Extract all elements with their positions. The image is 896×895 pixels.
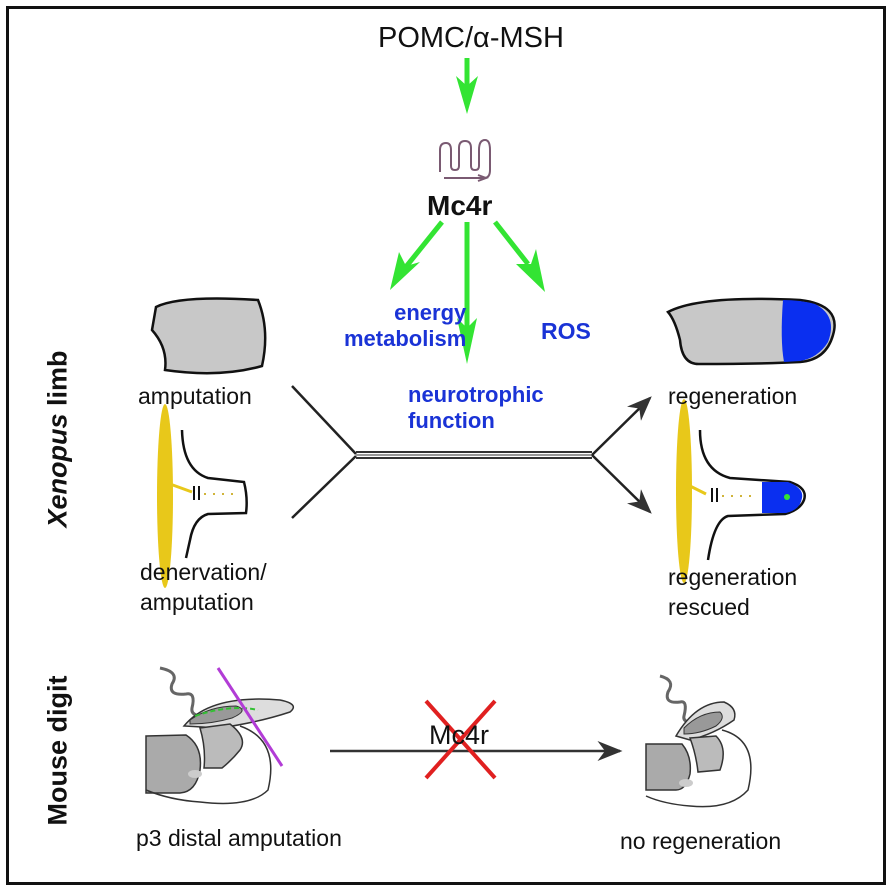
- denervation-line1: denervation/: [140, 559, 267, 585]
- denervation-line2: amputation: [140, 589, 254, 615]
- pomc-label: POMC/α-MSH: [378, 22, 564, 54]
- xenopus-row-label: Xenopus limb: [42, 350, 74, 528]
- arrow-mc4r-to-neurotrophic: [457, 222, 477, 364]
- block-x-icon: [424, 699, 497, 780]
- xenopus-italic: Xenopus: [42, 413, 73, 528]
- mouse-digit-amputation-icon: [145, 666, 295, 805]
- denervated-limb-icon: [157, 404, 248, 588]
- figure-frame: [6, 6, 886, 885]
- gpcr-icon: [439, 138, 491, 182]
- arrow-pomc-to-mc4r: [456, 58, 478, 114]
- denervation-amputation-label: denervation/ amputation: [140, 557, 267, 617]
- no-regeneration-label: no regeneration: [620, 828, 782, 854]
- mouse-digit-no-regeneration-icon: [645, 674, 752, 808]
- arrow-mc4r-to-energy: [390, 220, 444, 290]
- regeneration-rescued-label: regeneration rescued: [668, 562, 797, 622]
- rescued-limb-icon: [676, 399, 806, 583]
- energy-metabolism-label: energy metabolism: [344, 300, 467, 352]
- convergence-lines: [291, 385, 652, 519]
- neurotrophic-line1: neurotrophic: [408, 382, 544, 407]
- amputation-label: amputation: [138, 383, 252, 409]
- regenerated-limb-icon: [666, 297, 836, 366]
- energy-line2: metabolism: [344, 326, 467, 351]
- neurotrophic-line2: function: [408, 408, 495, 433]
- amputated-limb-icon: [150, 297, 267, 375]
- p3-amputation-label: p3 distal amputation: [136, 825, 342, 851]
- ros-label: ROS: [541, 318, 591, 344]
- limb-word: limb: [42, 350, 73, 414]
- arrow-mc4r-to-ros: [493, 220, 545, 292]
- energy-line1: energy: [394, 300, 467, 325]
- blocked-mc4r-label: Mc4r: [429, 720, 489, 750]
- mouse-row-label: Mouse digit: [42, 675, 73, 826]
- rescued-line1: regeneration: [668, 564, 798, 590]
- neurotrophic-function-label: neurotrophic function: [408, 382, 544, 434]
- rescued-line2: rescued: [668, 594, 750, 620]
- regeneration-label: regeneration: [668, 383, 798, 409]
- mc4r-label: Mc4r: [427, 190, 493, 221]
